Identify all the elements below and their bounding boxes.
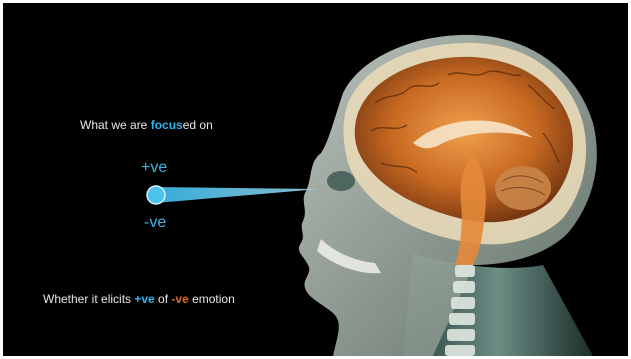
focus-point-icon xyxy=(147,186,165,204)
slide: What we are focused on +ve -ve Whether i… xyxy=(3,3,628,356)
positive-label: +ve xyxy=(141,159,167,177)
focus-beam xyxy=(156,187,319,203)
negative-label: -ve xyxy=(144,214,166,232)
focus-caption: What we are focused on xyxy=(80,118,213,132)
emotion-caption: Whether it elicits +ve of -ve emotion xyxy=(43,292,235,306)
head-mri-image xyxy=(299,35,597,356)
